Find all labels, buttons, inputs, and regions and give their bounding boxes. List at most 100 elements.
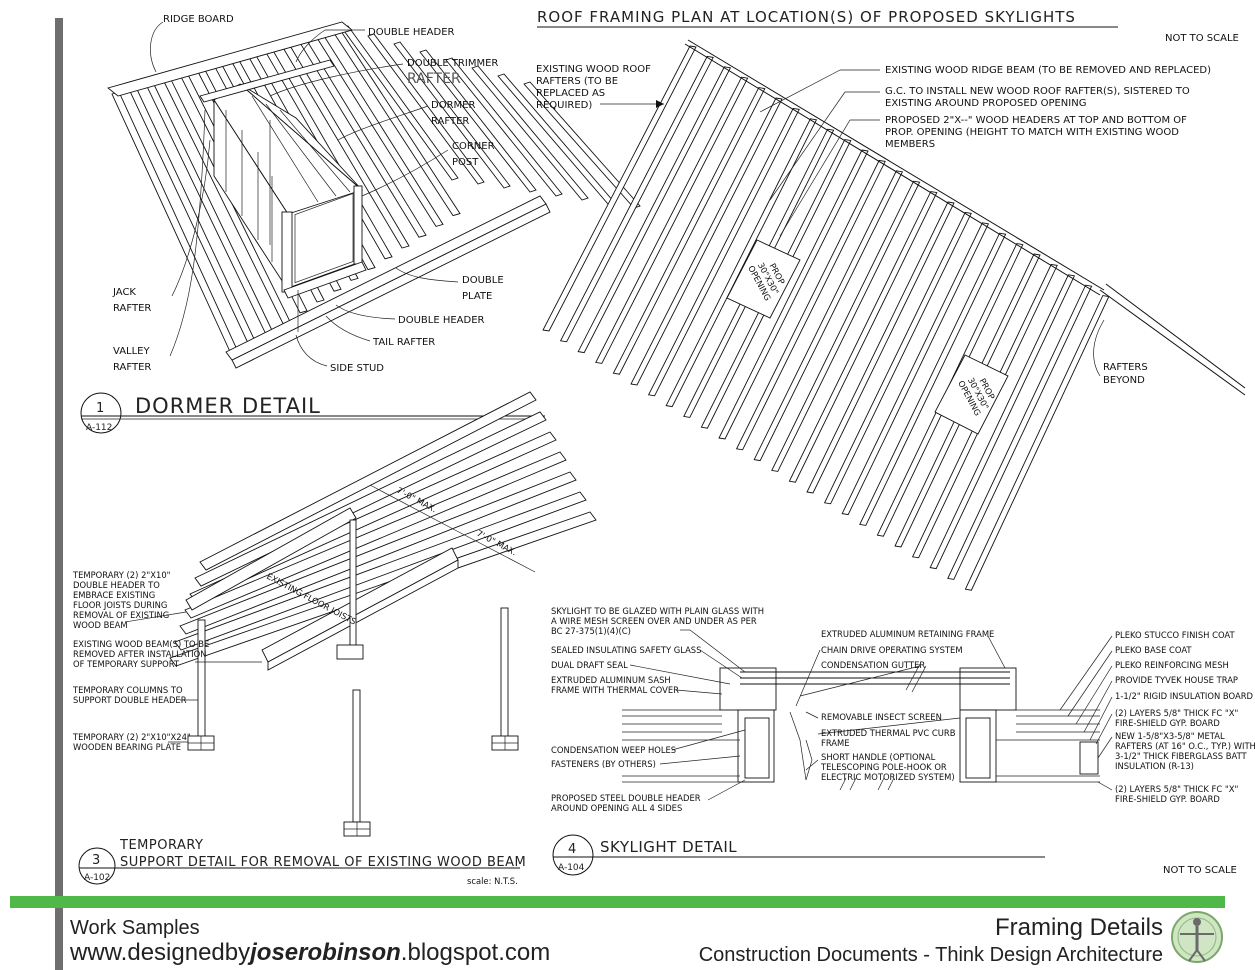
roof-headers-note-3: MEMBERS — [885, 139, 935, 150]
skylight-section-drawing — [622, 663, 1100, 791]
skylight-mid-note-6-line-2: TELESCOPING POLE-HOOK OR — [820, 762, 947, 772]
roof-rafter — [471, 65, 589, 201]
roof-rafter — [947, 284, 1093, 580]
dormer-detail: RIDGE BOARD DOUBLE HEADER DOUBLE TRIMMER… — [80, 14, 641, 434]
skylight-mid-note-2-line-1: CHAIN DRIVE OPERATING SYSTEM — [821, 645, 963, 655]
roof-rafter — [964, 295, 1110, 591]
note-temp-header-line-2: DOUBLE HEADER TO — [73, 580, 160, 590]
roof-rafter — [595, 76, 749, 364]
skylight-detail-number: 4 — [568, 842, 576, 857]
floor-joist — [199, 391, 537, 571]
floor-joist — [179, 471, 577, 635]
roof-rafter — [542, 45, 697, 332]
label-corner-post: POST — [452, 157, 479, 168]
skylight-detail-title: SKYLIGHT DETAIL — [600, 838, 737, 856]
note-temp-header-line-4: FLOOR JOISTS DURING — [73, 600, 167, 610]
roof-leaders — [600, 69, 1105, 377]
roof-rafter — [419, 49, 537, 193]
vitruvian-logo-icon — [1171, 911, 1223, 963]
support-title-bubble — [78, 847, 116, 885]
skylight-mid-note-5-line-2: FRAME — [821, 738, 850, 748]
support-leaders — [124, 611, 262, 743]
roof-rafter — [647, 107, 800, 397]
skylight-right-note-2-line-1: PLEKO BASE COAT — [1115, 645, 1192, 655]
temporary-column-3 — [500, 607, 509, 739]
label-side-stud: SIDE STUD — [330, 363, 384, 374]
footer-url[interactable]: www.designedbyjoserobinson.blogspot.com — [69, 939, 550, 966]
label-dormer-rafter: RAFTER — [431, 116, 469, 127]
label-double-plate: DOUBLE — [462, 275, 504, 286]
existing-wood-beam — [185, 507, 357, 611]
skylight-right-note-6-line-2: FIRE-SHIELD GYP. BOARD — [1115, 718, 1220, 728]
skylight-right-note-6-line-1: (2) LAYERS 5/8" THICK FC "X" — [1115, 708, 1238, 718]
double-plate — [225, 195, 547, 361]
skylight-mid-note-6-line-1: SHORT HANDLE (OPTIONAL — [821, 752, 936, 762]
skylight-left-note-4-line-1: EXTRUDED ALUMINUM SASH — [551, 675, 671, 685]
support-detail: 7'-0" MAX. 7'-0" MAX. EXISTING FLOOR JOI… — [72, 391, 597, 886]
skylight-left-note-1-line-1: SKYLIGHT TO BE GLAZED WITH PLAIN GLASS W… — [551, 606, 764, 616]
roof-rafter — [735, 159, 886, 451]
note-bearing-plate-line-2: WOODEN BEARING PLATE — [73, 742, 181, 752]
floor-joist — [174, 491, 587, 651]
roof-rafter — [771, 180, 921, 472]
skylight-right-note-3-line-1: PLEKO REINFORCING MESH — [1115, 660, 1229, 670]
support-title-line-1: TEMPORARY — [119, 838, 203, 853]
skylight-detail: SKYLIGHT TO BE GLAZED WITH PLAIN GLASS W… — [551, 606, 1255, 876]
dormer-detail-title: DORMER DETAIL — [135, 394, 321, 418]
footer-url-post: .blogspot.com — [401, 939, 550, 966]
note-temp-columns-line-1: TEMPORARY COLUMNS TO — [72, 685, 183, 695]
dormer-detail-number: 1 — [96, 401, 104, 416]
temporary-column-2 — [352, 689, 361, 823]
support-scale: scale: N.T.S. — [467, 876, 518, 886]
label-jack: JACK — [112, 287, 136, 298]
support-title-line-2: SUPPORT DETAIL FOR REMOVAL OF EXISTING W… — [120, 855, 526, 870]
label-double-trimmer: DOUBLE TRIMMER — [407, 58, 498, 69]
note-temp-header-line-5: REMOVAL OF EXISTING — [73, 610, 169, 620]
roof-rafter — [665, 118, 818, 408]
skylight-left-note-1-line-2: A WIRE MESH SCREEN OVER AND UNDER AS PER — [551, 616, 757, 626]
roof-rafter — [806, 201, 955, 494]
roof-rafter — [523, 81, 641, 209]
label-corner: CORNER — [452, 141, 495, 152]
note-existing-beam-line-2: REMOVED AFTER INSTALLATION — [73, 649, 207, 659]
floor-joist — [184, 451, 567, 619]
footer-work-samples: Work Samples — [70, 917, 200, 939]
roof-rafter — [612, 87, 766, 375]
dormer-gable — [239, 83, 363, 191]
roof-rafter — [788, 191, 938, 483]
skylight-right-note-8-line-2: FIRE-SHIELD GYP. BOARD — [1115, 794, 1220, 804]
roof-rafter — [841, 222, 990, 516]
support-detail-number: 3 — [92, 853, 100, 868]
bearing-plates — [187, 644, 519, 837]
support-notes: TEMPORARY (2) 2"X10"DOUBLE HEADER TOEMBR… — [72, 570, 209, 752]
skylight-notes-right: PLEKO STUCCO FINISH COAT PLEKO BASE COAT P… — [1115, 630, 1255, 804]
roof-rafter — [630, 97, 783, 386]
skylight-right-curb — [959, 667, 1017, 711]
roof-rafter — [859, 232, 1007, 526]
roof-beyond-1: RAFTERS — [1103, 362, 1148, 373]
roof-headers-note-2: PROP. OPENING (HEIGHT TO MATCH WITH EXIS… — [885, 127, 1179, 138]
dormer-title-bubble — [80, 392, 122, 434]
skylight-right-note-1-line-1: PLEKO STUCCO FINISH COAT — [1115, 630, 1235, 640]
note-temp-header-line-1: TEMPORARY (2) 2"X10" — [72, 570, 171, 580]
note-temp-header-line-3: EMBRACE EXISTING — [73, 590, 155, 600]
skylight-right-note-7-line-1: NEW 1-5/8"X3-5/8" METAL — [1115, 731, 1225, 741]
roof-gc-note-1: G.C. TO INSTALL NEW WOOD ROOF RAFTER(S),… — [885, 86, 1190, 97]
double-header-bottom — [283, 261, 367, 299]
roof-rafter — [559, 55, 714, 343]
footer-url-pre: www.designedby — [69, 939, 250, 966]
skylight-title-bubble — [552, 834, 594, 876]
label-valley: VALLEY — [113, 346, 151, 357]
label-double-header-top: DOUBLE HEADER — [368, 27, 455, 38]
roof-rafters-drawing — [542, 39, 1246, 591]
roof-rafter — [823, 211, 972, 505]
skylight-notes-left: SKYLIGHT TO BE GLAZED WITH PLAIN GLASS W… — [551, 606, 764, 813]
skylight-left-note-2-line-1: SEALED INSULATING SAFETY GLASS — [551, 645, 701, 655]
skylight-opening-2 — [934, 354, 1009, 435]
skylight-left-note-1-line-3: BC 27-375(1)(4)(C) — [551, 626, 631, 636]
skylight-right-note-8-line-1: (2) LAYERS 5/8" THICK FC "X" — [1115, 784, 1238, 794]
skylight-left-note-7-line-2: AROUND OPENING ALL 4 SIDES — [551, 803, 682, 813]
skylight-mid-note-1-line-1: EXTRUDED ALUMINUM RETAINING FRAME — [821, 629, 994, 639]
sheet-left-border — [55, 18, 63, 970]
roof-rafter — [929, 274, 1076, 570]
